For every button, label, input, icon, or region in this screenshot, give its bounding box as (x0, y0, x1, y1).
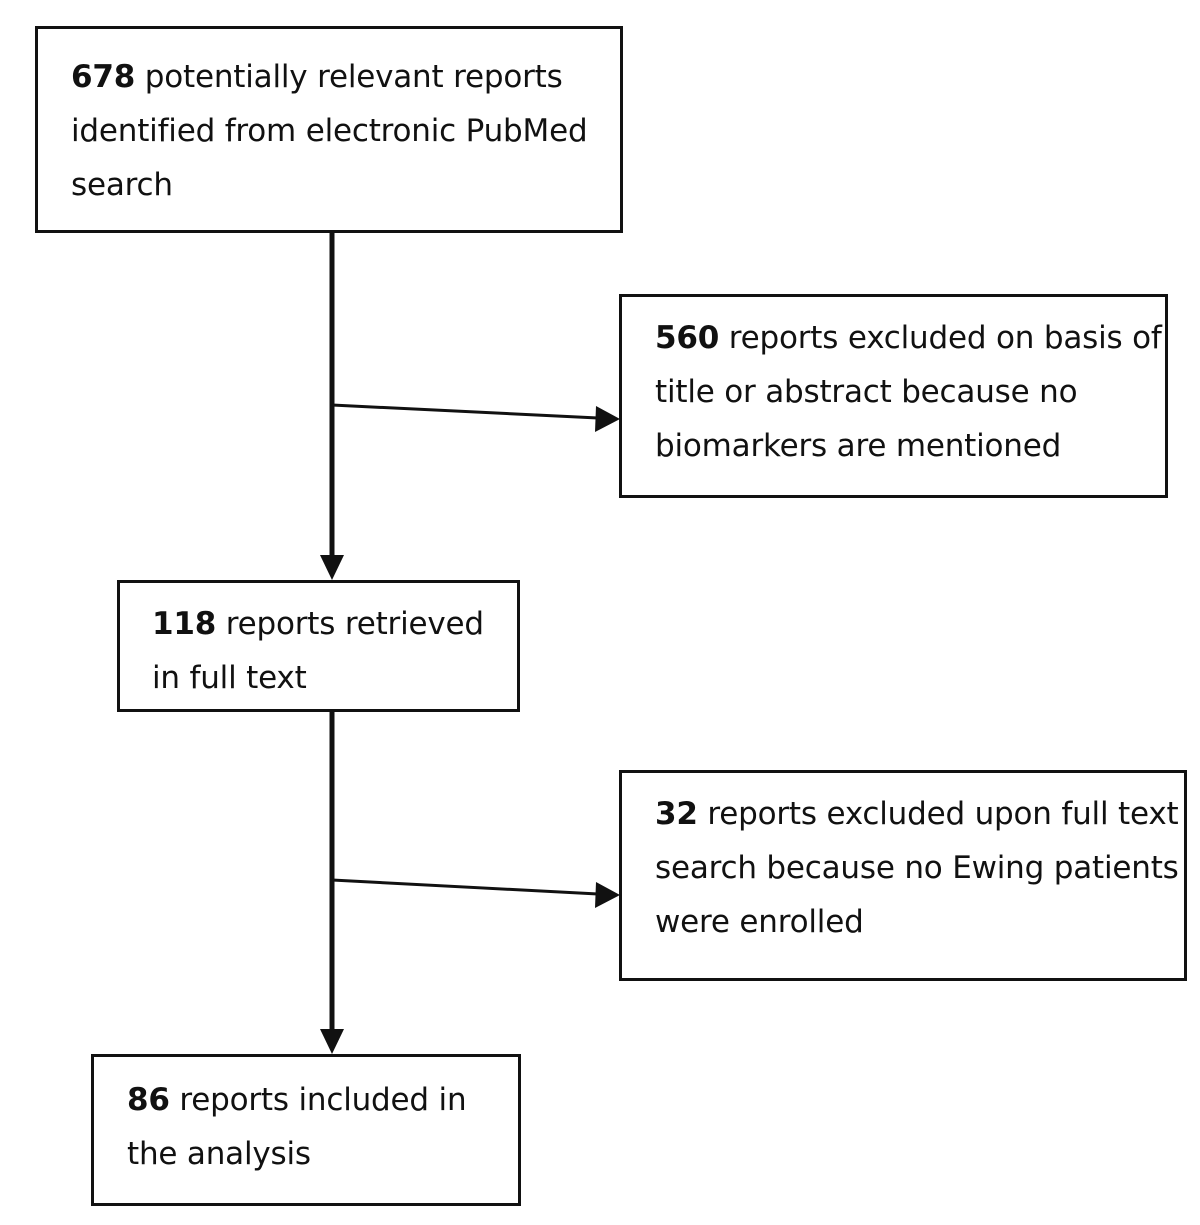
arrowhead-down-1 (320, 555, 344, 580)
text-included: reports included in the analysis (127, 1082, 467, 1172)
count-excluded-title-abstract: 560 (655, 320, 720, 356)
count-excluded-full-text: 32 (655, 796, 698, 832)
count-identified: 678 (71, 59, 136, 95)
box-excluded-title-abstract: 560 reports excluded on basis of title o… (619, 294, 1168, 498)
box-identified-reports: 678 potentially relevant reports identif… (35, 26, 623, 233)
arrowhead-down-2 (320, 1029, 344, 1054)
arrowhead-right-1 (595, 406, 620, 432)
text-retrieved-full-text: reports retrieved in full text (152, 606, 484, 696)
count-retrieved-full-text: 118 (152, 606, 217, 642)
text-excluded-title-abstract: reports excluded on basis of title or ab… (655, 320, 1162, 464)
box-retrieved-full-text: 118 reports retrieved in full text (117, 580, 520, 712)
arrow-to-excluded-fulltext (331, 878, 599, 896)
box-included-in-analysis: 86 reports included in the analysis (91, 1054, 521, 1206)
count-included: 86 (127, 1082, 170, 1118)
text-excluded-full-text: reports excluded upon full text search b… (655, 796, 1179, 940)
text-identified: potentially relevant reports identified … (71, 59, 588, 203)
arrowhead-right-2 (595, 882, 620, 908)
box-excluded-full-text: 32 reports excluded upon full text searc… (619, 770, 1187, 981)
arrow-to-excluded-title (331, 403, 599, 420)
